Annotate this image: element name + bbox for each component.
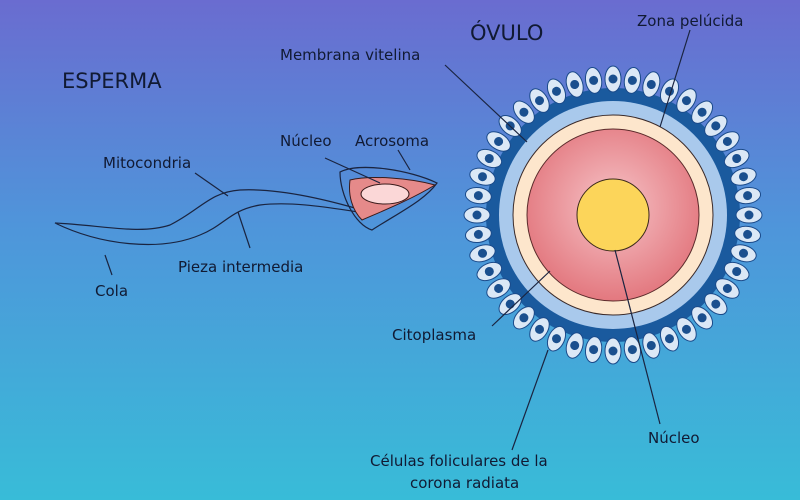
- follicular-cells: [463, 65, 763, 365]
- label-egg-nucleo: Núcleo: [648, 429, 700, 447]
- follicular-cell: [464, 186, 492, 205]
- title-ovum: ÓVULO: [470, 20, 543, 45]
- follicular-cell: [659, 325, 680, 352]
- ovum: [463, 65, 763, 365]
- follicular-cell: [704, 293, 728, 316]
- follicular-cell: [529, 88, 550, 113]
- follicular-cell: [730, 167, 757, 186]
- label-sperm-nucleo: Núcleo: [280, 132, 332, 150]
- follicular-cell: [604, 65, 622, 93]
- egg-nucleus: [576, 178, 650, 252]
- follicular-cell: [512, 100, 535, 124]
- follicular-cell: [469, 244, 496, 263]
- follicular-cell: [529, 317, 550, 342]
- label-citoplasma: Citoplasma: [392, 326, 476, 344]
- follicular-cell: [723, 261, 750, 282]
- follicular-cell: [735, 206, 763, 224]
- label-celulas-2: corona radiata: [410, 474, 519, 492]
- follicular-cell: [463, 206, 491, 224]
- follicular-cell: [565, 332, 584, 359]
- follicular-cell: [623, 66, 642, 94]
- acrosome: [339, 166, 438, 231]
- label-cola: Cola: [95, 282, 128, 300]
- follicular-cell: [584, 336, 603, 364]
- sperm-nucleus: [360, 183, 410, 205]
- follicular-cell: [565, 71, 584, 98]
- follicular-cell: [642, 332, 661, 359]
- follicular-cell: [715, 131, 740, 152]
- follicular-cell: [715, 278, 740, 299]
- follicular-cell: [546, 78, 567, 105]
- label-mitocondria: Mitocondria: [103, 154, 191, 172]
- follicular-cell: [512, 306, 535, 330]
- follicular-cell: [691, 306, 714, 330]
- label-acrosoma: Acrosoma: [355, 132, 429, 150]
- title-sperm: ESPERMA: [62, 69, 162, 93]
- label-membrana-vitelina: Membrana vitelina: [280, 46, 420, 64]
- label-pieza-intermedia: Pieza intermedia: [178, 258, 303, 276]
- follicular-cell: [676, 317, 697, 342]
- follicular-cell: [476, 148, 503, 169]
- label-celulas-1: Células foliculares de la: [370, 452, 548, 470]
- follicular-cell: [604, 337, 622, 365]
- follicular-cell: [464, 225, 492, 244]
- follicular-cell: [486, 131, 511, 152]
- follicular-cell: [723, 148, 750, 169]
- follicular-cell: [476, 261, 503, 282]
- follicular-cell: [498, 293, 522, 316]
- label-zona-pelucida: Zona pelúcida: [637, 12, 743, 30]
- sperm: [54, 166, 438, 246]
- follicular-cell: [691, 100, 714, 124]
- leader-lines: [104, 29, 691, 451]
- follicular-cell: [486, 278, 511, 299]
- follicular-cell: [469, 167, 496, 186]
- follicular-cell: [734, 225, 762, 244]
- follicular-cell: [730, 244, 757, 263]
- follicular-cell: [734, 186, 762, 205]
- follicular-cell: [584, 66, 603, 94]
- follicular-cell: [676, 88, 697, 113]
- follicular-cell: [642, 71, 661, 98]
- follicular-cell: [704, 114, 728, 137]
- follicular-cell: [546, 325, 567, 352]
